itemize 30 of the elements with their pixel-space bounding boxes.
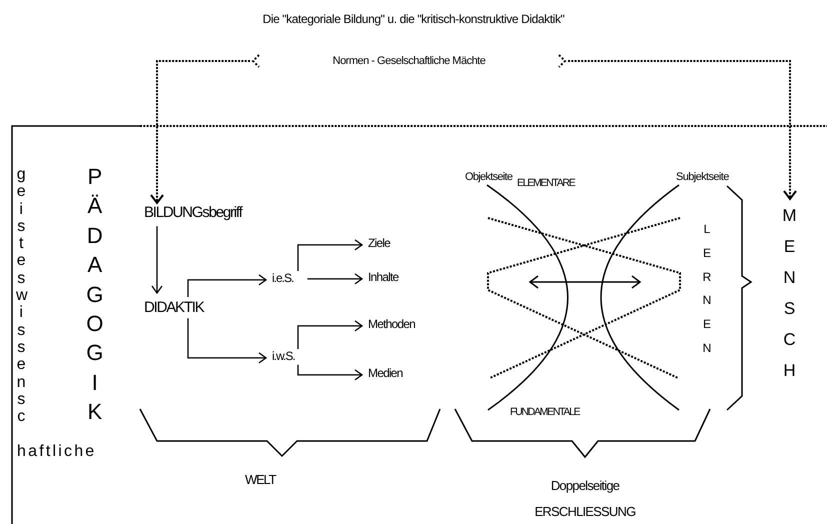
label: Objektseite xyxy=(465,171,512,184)
arrow xyxy=(307,273,363,285)
node-label: i.e.S. xyxy=(272,272,294,286)
arrow xyxy=(187,318,267,364)
label: haftliche xyxy=(17,443,96,462)
label: PÄDAGOGIK xyxy=(86,163,104,426)
arrow xyxy=(151,226,163,294)
node-label: BILDUNGsbegriff xyxy=(144,204,242,222)
bracketed-label: Normen - Geselschaftliche Mächte xyxy=(250,51,568,71)
node-label: DIDAKTIK xyxy=(144,299,204,316)
node-label: i.w.S. xyxy=(272,350,295,364)
label: FUNDAMENTALE xyxy=(510,406,580,418)
node-label: Medien xyxy=(368,367,403,381)
label: Doppelseitige ERSCHLIESSUNG xyxy=(534,477,636,521)
arrow xyxy=(297,239,363,271)
arrow xyxy=(297,364,363,381)
label: LERNEN xyxy=(702,221,712,357)
arrow xyxy=(187,274,267,297)
arrow xyxy=(297,320,363,349)
dotted-arrow xyxy=(150,60,250,204)
title: Die "kategoriale Bildung" u. die "kritisch-konstruktive Didaktik" xyxy=(262,13,566,27)
label: geisteswissensc xyxy=(16,166,26,426)
node-label: Inhalte xyxy=(368,271,398,285)
dotted-arrow xyxy=(568,60,797,200)
label: ELEMENTARE xyxy=(517,177,574,190)
node-label: Methoden xyxy=(368,318,415,332)
label: Subjektseite xyxy=(676,171,729,184)
node-label: MENSCH xyxy=(781,200,798,386)
node-label: Ziele xyxy=(368,237,390,251)
label: WELT xyxy=(245,473,276,488)
